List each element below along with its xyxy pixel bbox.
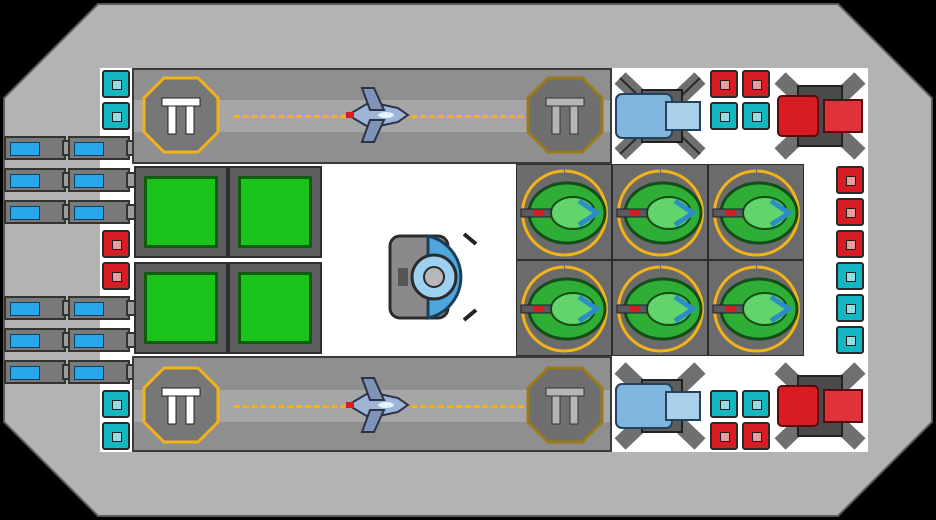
cyan-module-icon[interactable]	[710, 390, 738, 418]
storage-bay[interactable]	[134, 166, 228, 258]
storage-bay[interactable]	[134, 262, 228, 354]
thruster-icon	[68, 296, 136, 320]
fighter-bay[interactable]	[612, 164, 708, 260]
red-module-icon[interactable]	[836, 198, 864, 226]
cyan-turret-icon[interactable]	[612, 360, 708, 452]
storage-bay-fill	[144, 272, 218, 344]
cyan-module-icon[interactable]	[102, 390, 130, 418]
top-runway[interactable]	[132, 68, 612, 164]
storage-bay-fill	[238, 176, 312, 248]
landing-pad-icon[interactable]	[142, 366, 220, 444]
thruster-glow	[10, 174, 40, 188]
red-module-icon[interactable]	[836, 230, 864, 258]
cyan-module-icon[interactable]	[710, 102, 738, 130]
red-module-icon[interactable]	[102, 262, 130, 290]
storage-bay-fill	[238, 272, 312, 344]
cyan-module-icon[interactable]	[742, 390, 770, 418]
fighter-icon	[616, 169, 704, 257]
fighter-bay[interactable]	[708, 164, 804, 260]
interceptor-icon[interactable]	[340, 372, 410, 438]
thruster-glow	[74, 334, 104, 348]
fighter-bay[interactable]	[612, 260, 708, 356]
cyan-module-icon[interactable]	[836, 294, 864, 322]
cyan-module-icon[interactable]	[102, 70, 130, 98]
fighter-icon	[712, 265, 800, 353]
landing-pad-icon[interactable]	[526, 76, 604, 154]
thruster-icon	[4, 168, 72, 192]
fighter-bay[interactable]	[516, 260, 612, 356]
fighter-icon	[520, 265, 608, 353]
bottom-runway[interactable]	[132, 356, 612, 452]
thruster-icon	[4, 360, 72, 384]
red-turret-icon[interactable]	[772, 360, 868, 452]
fighter-bay[interactable]	[516, 164, 612, 260]
red-module-icon[interactable]	[742, 70, 770, 98]
fighter-bay[interactable]	[708, 260, 804, 356]
interceptor-icon[interactable]	[340, 82, 410, 148]
fighter-icon	[520, 169, 608, 257]
red-module-icon[interactable]	[742, 422, 770, 450]
thruster-icon	[68, 200, 136, 224]
fighter-icon	[712, 169, 800, 257]
thruster-glow	[74, 174, 104, 188]
red-module-icon[interactable]	[836, 166, 864, 194]
command-core-icon[interactable]	[384, 228, 484, 326]
thruster-icon	[4, 296, 72, 320]
cyan-module-icon[interactable]	[836, 326, 864, 354]
thruster-glow	[74, 142, 104, 156]
thruster-icon	[68, 328, 136, 352]
thruster-glow	[10, 302, 40, 316]
cyan-module-icon[interactable]	[836, 262, 864, 290]
thruster-glow	[10, 366, 40, 380]
landing-pad-icon[interactable]	[526, 366, 604, 444]
storage-bay[interactable]	[228, 166, 322, 258]
thruster-icon	[4, 136, 72, 160]
fighter-icon	[616, 265, 704, 353]
thruster-icon	[4, 328, 72, 352]
cyan-module-icon[interactable]	[102, 102, 130, 130]
thruster-icon	[4, 200, 72, 224]
red-turret-icon[interactable]	[772, 70, 868, 162]
cyan-module-icon[interactable]	[102, 422, 130, 450]
thruster-icon	[68, 136, 136, 160]
red-module-icon[interactable]	[710, 70, 738, 98]
red-module-icon[interactable]	[710, 422, 738, 450]
thruster-glow	[74, 206, 104, 220]
cyan-module-icon[interactable]	[742, 102, 770, 130]
storage-bay-fill	[144, 176, 218, 248]
thruster-glow	[10, 334, 40, 348]
thruster-icon	[68, 360, 136, 384]
thruster-glow	[74, 366, 104, 380]
red-module-icon[interactable]	[102, 230, 130, 258]
thruster-glow	[10, 142, 40, 156]
landing-pad-icon[interactable]	[142, 76, 220, 154]
thruster-glow	[10, 206, 40, 220]
cyan-turret-icon[interactable]	[612, 70, 708, 162]
storage-bay[interactable]	[228, 262, 322, 354]
thruster-icon	[68, 168, 136, 192]
thruster-glow	[74, 302, 104, 316]
